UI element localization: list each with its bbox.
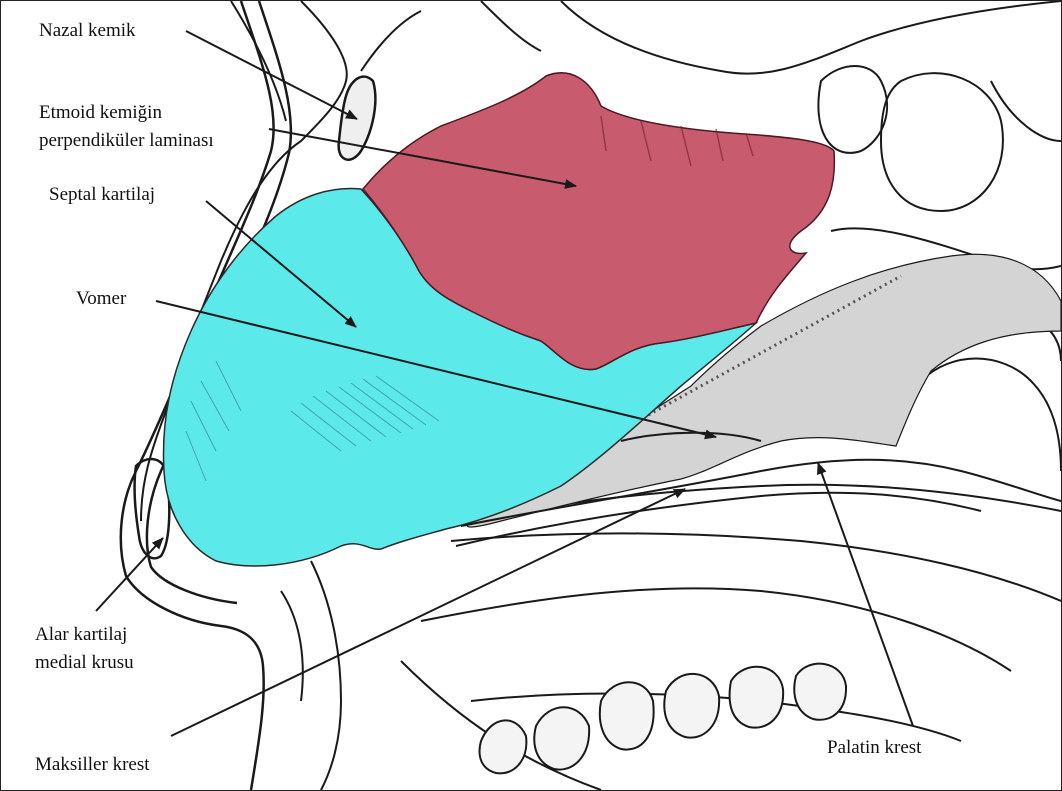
label-alar-line2: medial krusu <box>35 651 134 675</box>
label-palatine-crest: Palatin krest <box>827 736 921 760</box>
leader-alar <box>96 538 163 611</box>
label-nasal-bone: Nazal kemik <box>39 19 136 43</box>
label-alar-line1: Alar kartilaj <box>35 623 127 647</box>
label-vomer: Vomer <box>76 287 126 311</box>
label-ethmoid-line1: Etmoid kemiğin <box>39 101 162 125</box>
label-maxillary-crest: Maksiller krest <box>35 753 150 777</box>
teeth <box>480 664 847 774</box>
label-ethmoid-line2: perpendiküler laminası <box>39 129 214 153</box>
label-septal-cartilage: Septal kartilaj <box>49 183 155 207</box>
